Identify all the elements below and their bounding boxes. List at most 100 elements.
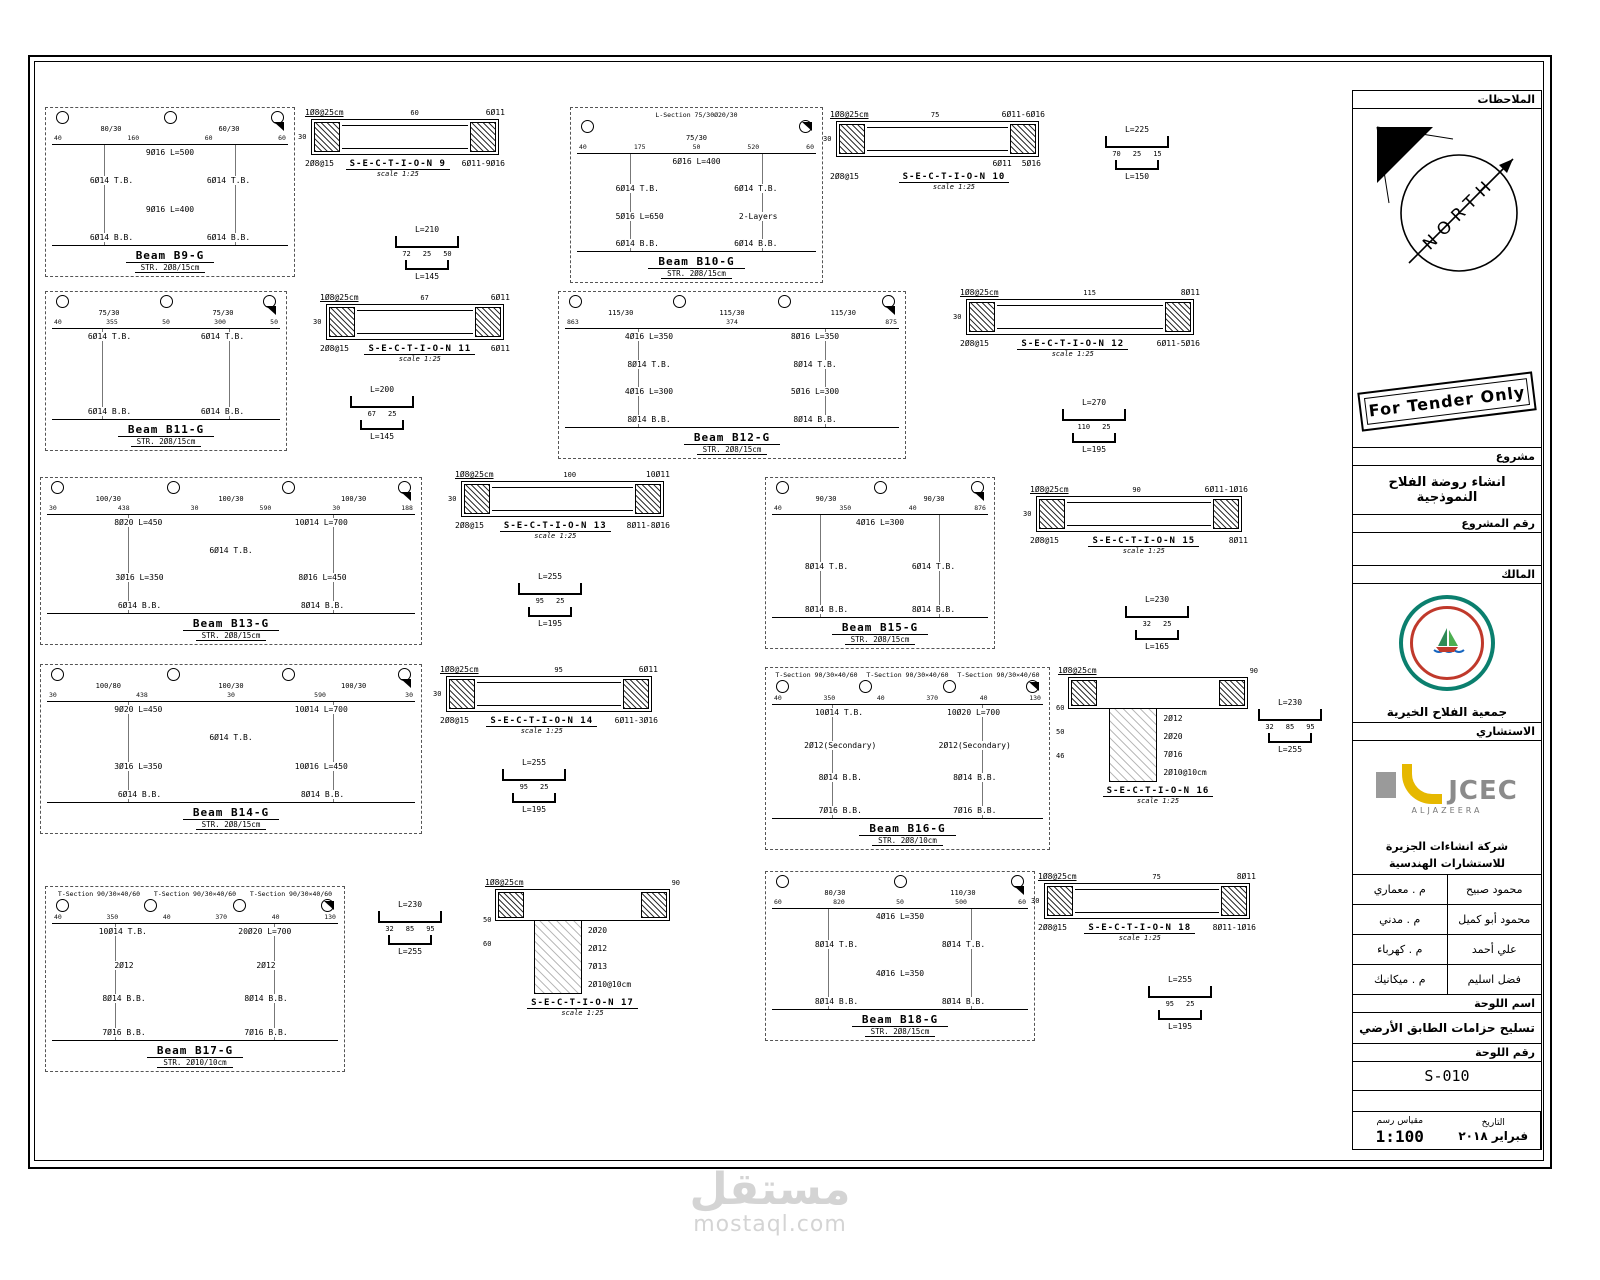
project-no-label: رقم المشروع [1461, 517, 1535, 530]
bar-length-label: L=230 [397, 900, 423, 909]
owner-name: جمعية الفلاح الخيرية [1353, 702, 1541, 723]
rebar-label: 3Ø16 L=350 [113, 573, 166, 583]
section-caption: S-E-C-T-I-O-N 18 [1084, 923, 1196, 934]
engineer-role: م . معماري [1373, 883, 1426, 896]
north-letters: NORTH [1419, 173, 1500, 254]
rebar-label: 10Ø14 T.B. [96, 927, 149, 936]
rebar-row: 9Ø16 L=500 [56, 148, 284, 157]
bars-range-label: 6Ø11 [490, 344, 510, 353]
rebar-label: 8Ø14 B.B. [951, 773, 999, 783]
span-dim: 350 [839, 504, 852, 512]
rebar-label: 8Ø14 B.B. [816, 773, 864, 783]
consultant-header: الاستشاري [1353, 723, 1541, 741]
bars-label: 10Ø11 [645, 470, 670, 479]
rebar-row: 7Ø16 B.B.7Ø16 B.B. [776, 805, 1039, 815]
bent-bar-shape [405, 260, 449, 270]
span-dim: 40 [271, 913, 280, 921]
span-dim: 50 [162, 318, 170, 326]
bar-dim: 95 [519, 783, 528, 791]
date-scale-row: مقياس رسم 1:100 التاريخ فبراير ٢٠١٨ [1353, 1111, 1541, 1149]
section-flag-icon [1014, 886, 1024, 895]
consultant-logo-text: JCEC [1448, 775, 1518, 806]
stirrup-note: STR. 2Ø8/15cm [844, 635, 916, 645]
rebar-label: 9Ø16 L=400 [143, 204, 197, 214]
hatch [1010, 124, 1036, 154]
beam-size-dim: 75/30 [685, 134, 708, 142]
notes-label: الملاحظات [1477, 93, 1535, 106]
hatch [329, 307, 355, 337]
bent-bar-shape [1105, 136, 1169, 148]
rebar-label: 8Ø14 T.B. [812, 940, 861, 950]
column-marker-icon [776, 875, 789, 888]
column-markers [772, 680, 1043, 693]
owner-logo [1399, 595, 1495, 691]
span-dim: 130 [1029, 694, 1041, 702]
section-scale: scale 1:25 [398, 355, 441, 363]
sheet-no-label: رقم اللوحة [1475, 1046, 1535, 1059]
consultant-logo: JCEC [1376, 763, 1518, 806]
span-dim: 40 [54, 913, 62, 921]
section-scale: scale 1:25 [376, 170, 419, 178]
notes-area: NORTH For Tender Only [1353, 109, 1541, 448]
column-marker-icon [942, 680, 956, 693]
bars-label: 6Ø11-1Ø16 [1204, 485, 1248, 494]
beam-size-dim: 100/80 [95, 682, 121, 690]
stirrup-label: 1Ø8@25cm [440, 665, 479, 674]
section-flag-icon [885, 306, 895, 315]
bent-bar-shape [388, 935, 432, 945]
bar-dim: 85 [405, 925, 415, 933]
beam-title: Beam B9-G [125, 249, 215, 263]
rebar-label: 6Ø14 T.B. [87, 176, 136, 186]
section-flag-icon [974, 492, 984, 501]
rebar-label: 9Ø20 L=450 [112, 705, 165, 714]
bar-dim: 70 [1112, 150, 1121, 158]
span-dim: 438 [117, 504, 130, 512]
stirrup-note: STR. 2Ø8/15cm [195, 820, 267, 830]
stirrup-label: 1Ø8@25cm [960, 288, 999, 297]
stirrup-detail-label: 2Ø8@15 [1030, 536, 1059, 545]
bar-dim: 25 [556, 597, 565, 605]
rebar-label: 6Ø14 T.B. [207, 545, 255, 555]
rebar-row: 9Ø16 L=400 [56, 204, 284, 214]
bar-length-label: L=145 [414, 272, 440, 281]
span-dim: 60 [278, 134, 286, 142]
hatch [635, 484, 661, 514]
owner-logo-ring [1410, 606, 1484, 680]
section-caption: S-E-C-T-I-O-N 13 [499, 521, 611, 532]
logo-gray-block [1376, 771, 1397, 798]
rebar-label: 5Ø16 L=300 [788, 387, 842, 397]
section-body: 30 [448, 481, 664, 517]
span-dim: 370 [926, 694, 939, 702]
tender-stamp: For Tender Only [1357, 371, 1537, 432]
height-dim: 30 [433, 690, 442, 698]
rebar-label: 2-Layers [736, 211, 780, 221]
rebar-row: 8Ø14 T.B.8Ø14 T.B. [776, 940, 1024, 950]
rebar-label: 8Ø14 B.B. [242, 994, 290, 1004]
rebar-label: 8Ø14 B.B. [625, 414, 673, 424]
stirrup-note: STR. 2Ø8/15cm [696, 445, 768, 455]
bar-dim: 32 [385, 925, 394, 933]
